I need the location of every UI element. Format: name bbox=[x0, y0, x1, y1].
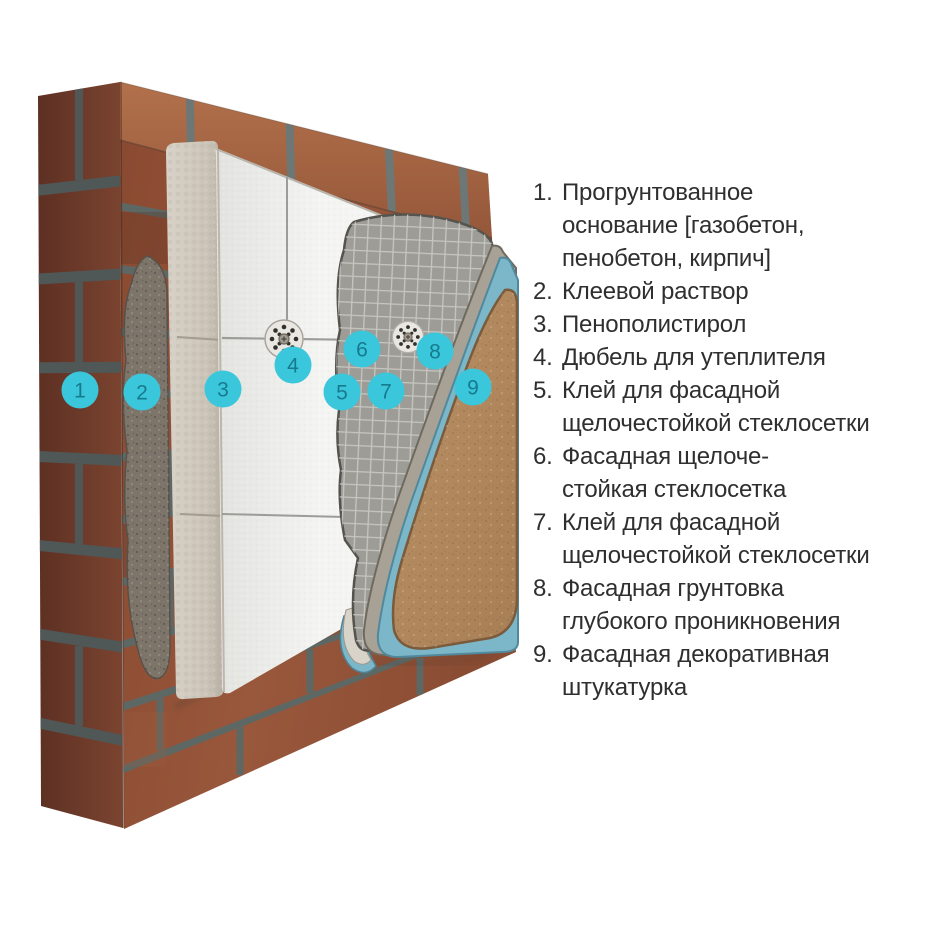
marker-number-6: 6 bbox=[356, 339, 368, 362]
marker-number-4: 4 bbox=[287, 355, 299, 378]
legend-item-number: 1. bbox=[533, 179, 553, 206]
legend-item-number: 5. bbox=[533, 377, 553, 404]
legend-item-6: 6. Фасадная щелоче-стойкая стеклосетка bbox=[533, 440, 933, 506]
marker-circle-5 bbox=[323, 373, 361, 411]
wall-layers-illustration: 1 2 3 4 567 8 9 bbox=[38, 81, 519, 829]
legend-item-number: 2. bbox=[533, 278, 553, 305]
marker-circle-2 bbox=[123, 373, 161, 411]
marker-circle-8 bbox=[416, 332, 454, 370]
stack-shadow bbox=[369, 648, 493, 668]
marker-number-8: 8 bbox=[429, 341, 441, 364]
marker-number-2: 2 bbox=[136, 382, 148, 405]
marker-circle-6 bbox=[343, 330, 381, 368]
marker-circle-1 bbox=[61, 371, 99, 409]
marker-number-3: 3 bbox=[217, 379, 229, 402]
legend-item-text: Дюбель для утеплителя bbox=[562, 344, 826, 371]
marker-number-1: 1 bbox=[74, 380, 86, 403]
legend-item-number: 4. bbox=[533, 344, 553, 371]
marker-number-7: 7 bbox=[380, 381, 392, 404]
legend-item-number: 9. bbox=[533, 641, 553, 668]
legend-item-4: 4. Дюбель для утеплителя bbox=[533, 341, 933, 374]
legend-item-2: 2. Клеевой раствор bbox=[533, 275, 933, 308]
adhesive-mortar-layer bbox=[122, 255, 171, 680]
legend-item-number: 7. bbox=[533, 509, 553, 536]
marker-circle-4 bbox=[274, 346, 312, 384]
marker-circle-7 bbox=[367, 372, 405, 410]
marker-number-5: 5 bbox=[336, 382, 348, 405]
legend-item-text: Клеевой раствор bbox=[562, 278, 749, 305]
marker-number-9: 9 bbox=[467, 377, 479, 400]
legend-item-3: 3. Пенополистирол bbox=[533, 308, 933, 341]
legend-item-text: Фасадная щелоче-стойкая стеклосетка bbox=[562, 443, 787, 503]
legend-item-text: Пенополистирол bbox=[562, 311, 747, 338]
legend-item-number: 6. bbox=[533, 443, 553, 470]
marker-circle-3 bbox=[204, 370, 242, 408]
insulation-dowel bbox=[391, 320, 425, 354]
markers-group: 1 2 3 4 567 8 9 bbox=[61, 330, 492, 411]
legend-item-number: 8. bbox=[533, 575, 553, 602]
legend-item-number: 3. bbox=[533, 311, 553, 338]
marker-circle-9 bbox=[454, 368, 492, 406]
